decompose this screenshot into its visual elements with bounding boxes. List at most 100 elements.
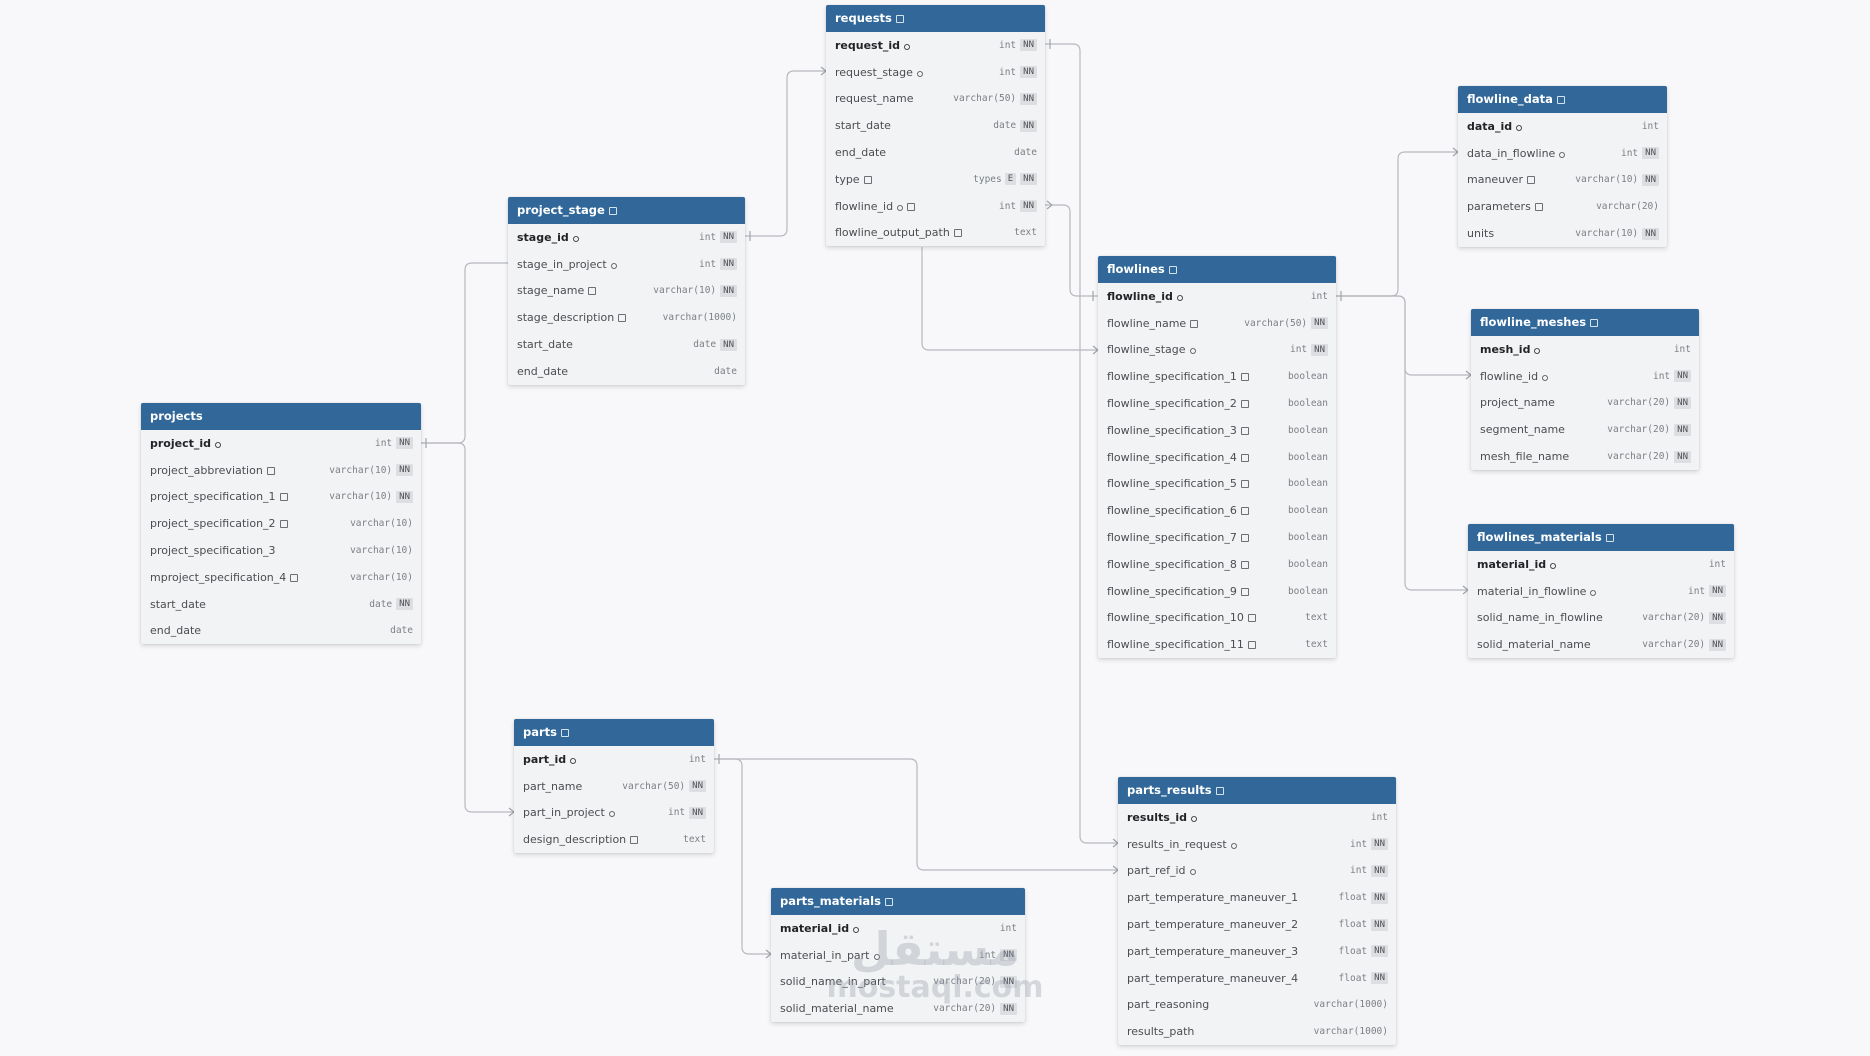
note-icon[interactable]: [1240, 534, 1249, 543]
note-icon[interactable]: [1240, 587, 1249, 596]
rel-parts-parts-materials[interactable]: [714, 758, 771, 955]
note-icon[interactable]: [863, 175, 872, 184]
note-icon[interactable]: [895, 15, 904, 23]
note-icon[interactable]: [907, 202, 916, 211]
table-header[interactable]: parts_materials: [771, 888, 1025, 915]
note-icon[interactable]: [884, 898, 893, 906]
table-header[interactable]: parts_results: [1118, 777, 1396, 804]
table-header[interactable]: flowline_meshes: [1471, 309, 1699, 336]
note-icon[interactable]: [1240, 507, 1249, 516]
note-icon[interactable]: [1526, 176, 1535, 185]
note-icon[interactable]: [1247, 614, 1256, 623]
table-header[interactable]: flowlines: [1098, 256, 1336, 283]
table-header[interactable]: flowlines_materials: [1468, 524, 1734, 551]
note-icon[interactable]: [1247, 641, 1256, 650]
note-icon[interactable]: [1240, 560, 1249, 569]
rel-flowlines-flowline-data[interactable]: [1336, 151, 1458, 297]
note-icon[interactable]: [290, 573, 299, 582]
table-header[interactable]: requests: [826, 5, 1045, 32]
note-icon[interactable]: [608, 207, 617, 215]
note-icon[interactable]: [561, 729, 570, 737]
table-header[interactable]: projects: [141, 403, 421, 430]
rel-projects-parts[interactable]: [421, 442, 514, 813]
note-icon[interactable]: [1240, 400, 1249, 409]
table-header[interactable]: parts: [514, 719, 714, 746]
rel-requests-parts-results[interactable]: [1045, 43, 1118, 844]
note-icon[interactable]: [1240, 480, 1249, 489]
note-icon[interactable]: [1556, 96, 1565, 104]
rel-flowlines-flowlines-materials[interactable]: [1336, 295, 1468, 591]
note-icon[interactable]: [279, 520, 288, 529]
note-icon[interactable]: [1168, 266, 1177, 274]
note-icon[interactable]: [1240, 373, 1249, 382]
note-icon[interactable]: [1190, 319, 1199, 328]
table-header[interactable]: flowline_data: [1458, 86, 1667, 113]
rel-projects-project-stage[interactable]: [421, 262, 508, 444]
note-icon[interactable]: [1605, 534, 1614, 542]
note-icon[interactable]: [588, 287, 597, 296]
rel-project-stage-requests[interactable]: [745, 70, 826, 237]
rel-flowlines-flowline-meshes[interactable]: [1336, 295, 1471, 376]
rel-parts-parts-results[interactable]: [714, 758, 1118, 871]
note-icon[interactable]: [279, 493, 288, 502]
note-icon[interactable]: [1240, 426, 1249, 435]
